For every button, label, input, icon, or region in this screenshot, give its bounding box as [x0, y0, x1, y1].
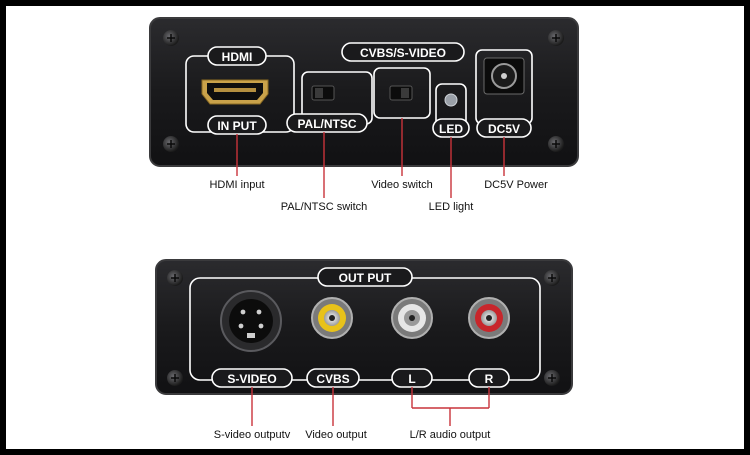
screw-icon — [167, 270, 183, 286]
l-label: L — [408, 372, 415, 386]
pal-ntsc-switch-icon[interactable] — [311, 85, 335, 101]
video-output-callout: Video output — [305, 429, 367, 441]
top-panel: HDMI IN PUT PAL/NTSC CVBS/S-VIDEO LED — [149, 17, 579, 167]
dc-power-jack-icon — [483, 57, 525, 95]
product-photo: HDMI IN PUT PAL/NTSC CVBS/S-VIDEO LED — [6, 6, 744, 449]
cvbs-svideo-label: CVBS/S-VIDEO — [360, 46, 446, 60]
screw-icon — [544, 370, 560, 386]
video-switch-callout: Video switch — [371, 179, 433, 191]
video-switch-icon[interactable] — [389, 85, 413, 101]
top-callout-lines — [236, 118, 505, 198]
output-label: OUT PUT — [339, 271, 392, 285]
rca-red-jack-icon — [468, 297, 510, 339]
bottom-callout-lines — [251, 387, 490, 426]
rca-yellow-jack-icon — [311, 297, 353, 339]
screw-icon — [544, 270, 560, 286]
screw-icon — [163, 30, 179, 46]
screw-icon — [548, 136, 564, 152]
pal-ntsc-switch-callout: PAL/NTSC switch — [281, 201, 368, 213]
led-label: LED — [439, 122, 463, 136]
svideo-label: S-VIDEO — [227, 372, 276, 386]
pal-ntsc-label: PAL/NTSC — [297, 117, 356, 131]
dc5v-label: DC5V — [488, 122, 520, 136]
rca-white-jack-icon — [391, 297, 433, 339]
led-light-callout: LED light — [429, 201, 474, 213]
screw-icon — [167, 370, 183, 386]
led-icon — [444, 93, 458, 107]
input-label: IN PUT — [217, 119, 257, 133]
hdmi-port-icon — [201, 79, 269, 105]
dc5v-power-callout: DC5V Power — [484, 179, 548, 191]
screw-icon — [548, 30, 564, 46]
hdmi-label: HDMI — [222, 50, 253, 64]
bottom-panel: OUT PUT — [155, 259, 573, 395]
svideo-port-icon — [220, 290, 282, 352]
lr-audio-output-callout: L/R audio output — [410, 429, 491, 441]
screw-icon — [163, 136, 179, 152]
converter-diagram: HDMI IN PUT PAL/NTSC CVBS/S-VIDEO LED — [149, 17, 579, 441]
hdmi-input-callout: HDMI input — [209, 179, 264, 191]
r-label: R — [485, 372, 494, 386]
cvbs-label: CVBS — [316, 372, 349, 386]
svideo-output-callout: S-video outputv — [214, 429, 291, 441]
